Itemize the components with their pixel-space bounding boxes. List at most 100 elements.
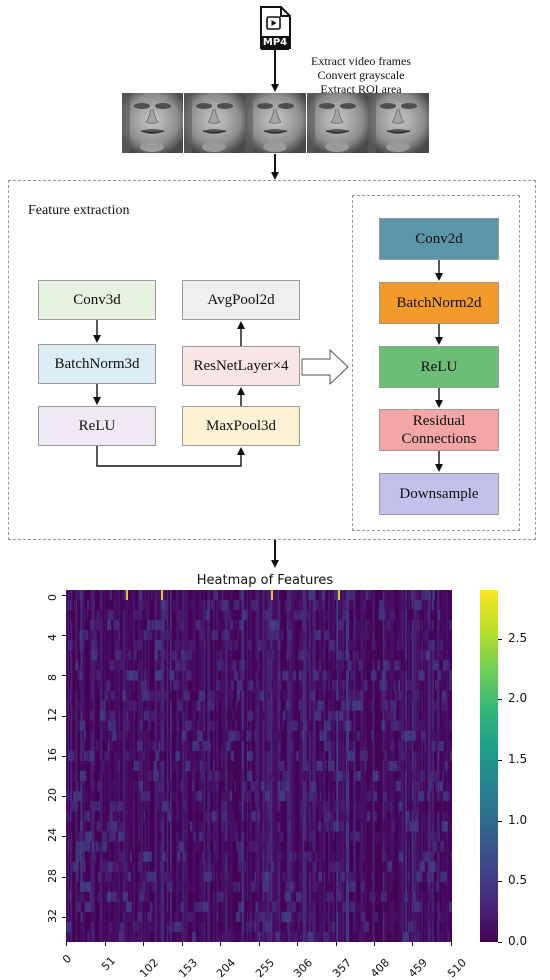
heatmap-cell [252,781,254,791]
heatmap-cell [347,801,350,811]
heatmap-cell [420,681,424,691]
heatmap-cell [134,761,139,771]
heatmap-column [368,590,370,942]
heatmap-cell [416,620,420,630]
heatmap-cell [307,660,308,670]
heatmap-cell [201,771,204,781]
heatmap-cell [207,781,211,791]
heatmap-cell [80,771,85,781]
heatmap-cell [164,741,171,751]
heatmap-cell [267,841,273,851]
heatmap-cell [233,600,239,610]
x-tick-mark [182,942,183,946]
heatmap-cell [167,882,173,892]
heatmap-column [124,590,126,942]
heatmap-cell [189,640,196,650]
heatmap-cell [198,902,202,912]
heatmap-cell [189,751,192,761]
heatmap-column [245,590,247,942]
heatmap-cell [126,751,130,761]
heatmap-cell [82,630,86,640]
heatmap-cell [287,650,288,660]
heatmap-cell [325,741,332,751]
heatmap-cell [393,892,398,902]
heatmap-cell [385,600,390,610]
heatmap-cell [238,862,245,872]
heatmap-cell [279,791,285,801]
heatmap-cell [395,620,401,630]
heatmap-cell [197,731,203,741]
heatmap-cell [365,761,367,771]
heatmap-cell [299,640,305,650]
heatmap-cell [177,620,180,630]
heatmap-cell [432,701,438,711]
heatmap-cell [344,852,347,862]
heatmap-cell [405,731,411,741]
heatmap-cell [198,811,205,821]
heatmap-cell [187,671,192,681]
heatmap-cell [168,811,171,821]
heatmap-cell [93,630,97,640]
heatmap-cell [117,650,121,660]
heatmap-cell [217,620,221,630]
heatmap-cell [188,650,193,660]
heatmap-cell [376,640,378,650]
heatmap-cell [311,681,317,691]
heatmap-cell [443,811,445,821]
y-tick-mark [62,877,66,878]
heatmap-cell [120,731,123,741]
heatmap-cell [159,741,160,751]
heatmap-cell [281,650,284,660]
heatmap-cell [266,922,271,932]
heatmap-cell [184,801,187,811]
heatmap-cell [132,771,136,781]
heatmap-cell [204,640,206,650]
heatmap-cell [204,872,210,882]
y-tick-mark [62,635,66,636]
heatmap-column [76,590,78,942]
heatmap-cell [105,610,108,620]
x-tick-mark [336,942,337,946]
heatmap-cell [419,731,420,741]
heatmap-cell [385,751,387,761]
heatmap-cell [134,640,141,650]
heatmap-cell [261,872,263,882]
heatmap-cell [145,902,150,912]
heatmap-cell [235,781,236,791]
heatmap-cell [251,912,255,922]
heatmap-cell [277,701,281,711]
heatmap-cell [222,590,223,600]
heatmap-cell [127,671,133,681]
heatmap-cell [330,811,333,821]
heatmap-cell [232,660,237,670]
heatmap-cell [117,801,123,811]
heatmap-cell [205,620,206,630]
heatmap-cell [224,841,230,851]
heatmap-cell [319,660,322,670]
heatmap-cell [431,912,435,922]
heatmap-cell [350,600,352,610]
heatmap-cell [90,912,94,922]
heatmap-column [381,590,383,942]
heatmap-cell [205,862,206,872]
heatmap-cell [357,771,360,781]
heatmap-cell [445,912,449,922]
heatmap-cell [258,811,260,821]
heatmap-cell [429,831,436,841]
heatmap-cell [160,751,167,761]
heatmap-column [122,590,124,942]
heatmap-cell [391,741,395,751]
heatmap-cell [444,892,445,902]
heatmap-cell [172,791,177,801]
heatmap-cell [170,671,175,681]
heatmap-cell [122,691,126,701]
heatmap-cell [210,882,216,892]
colorbar-tick-label: 1.0 [508,813,527,827]
heatmap-cell [236,912,241,922]
heatmap-cell [265,922,267,932]
heatmap-cell [112,882,115,892]
heatmap-cell [186,841,193,851]
heatmap-cell [185,882,186,892]
heatmap-cell [285,600,292,610]
heatmap-cell [157,590,162,600]
